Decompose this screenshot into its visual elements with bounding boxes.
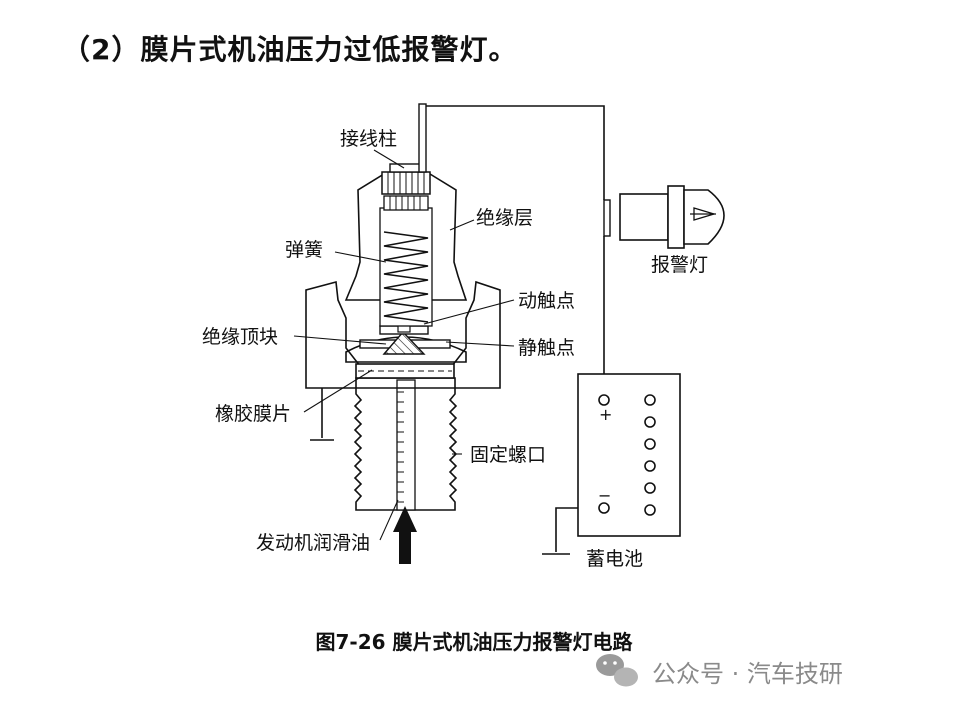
leader-lines bbox=[293, 149, 515, 541]
label-spring: 弹簧 bbox=[285, 239, 323, 261]
wechat-icon bbox=[596, 654, 638, 687]
threaded-shank bbox=[353, 377, 458, 511]
label-battery: 蓄电池 bbox=[586, 548, 643, 570]
oil-passage bbox=[396, 379, 416, 511]
insulating-block bbox=[382, 330, 426, 355]
diaphragm-plate bbox=[355, 363, 455, 379]
battery-minus-sign: − bbox=[598, 486, 611, 505]
watermark: 公众号 · 汽车技研 bbox=[596, 654, 843, 688]
terminal-rod bbox=[418, 103, 427, 173]
warning-lamp-bulb bbox=[603, 185, 725, 249]
oil-passage-marks bbox=[397, 391, 404, 503]
battery-box bbox=[577, 373, 681, 537]
watermark-text: 公众号 · 汽车技研 bbox=[652, 660, 843, 688]
figure-caption: 图7-26 膜片式机油压力报警灯电路 bbox=[315, 630, 633, 654]
label-moving-contact: 动触点 bbox=[518, 290, 575, 312]
label-insulation: 绝缘层 bbox=[476, 207, 533, 229]
pressure-switch-body bbox=[305, 103, 501, 511]
label-fixing-thread: 固定螺口 bbox=[470, 444, 546, 466]
terminal-threads bbox=[383, 195, 429, 211]
label-insulating-block: 绝缘顶块 bbox=[202, 326, 278, 348]
label-terminal: 接线柱 bbox=[340, 128, 397, 150]
label-static-contact: 静触点 bbox=[518, 337, 575, 359]
label-engine-oil: 发动机润滑油 bbox=[256, 532, 370, 554]
battery-plus-sign: + bbox=[599, 405, 612, 424]
page-title: （2）膜片式机油压力过低报警灯。 bbox=[62, 33, 518, 66]
label-warning-lamp: 报警灯 bbox=[651, 254, 708, 276]
oil-pressure-arrow bbox=[393, 506, 417, 564]
spring bbox=[383, 231, 429, 323]
label-rubber-diaphragm: 橡胶膜片 bbox=[215, 403, 291, 425]
circuit-wiring bbox=[310, 105, 605, 555]
